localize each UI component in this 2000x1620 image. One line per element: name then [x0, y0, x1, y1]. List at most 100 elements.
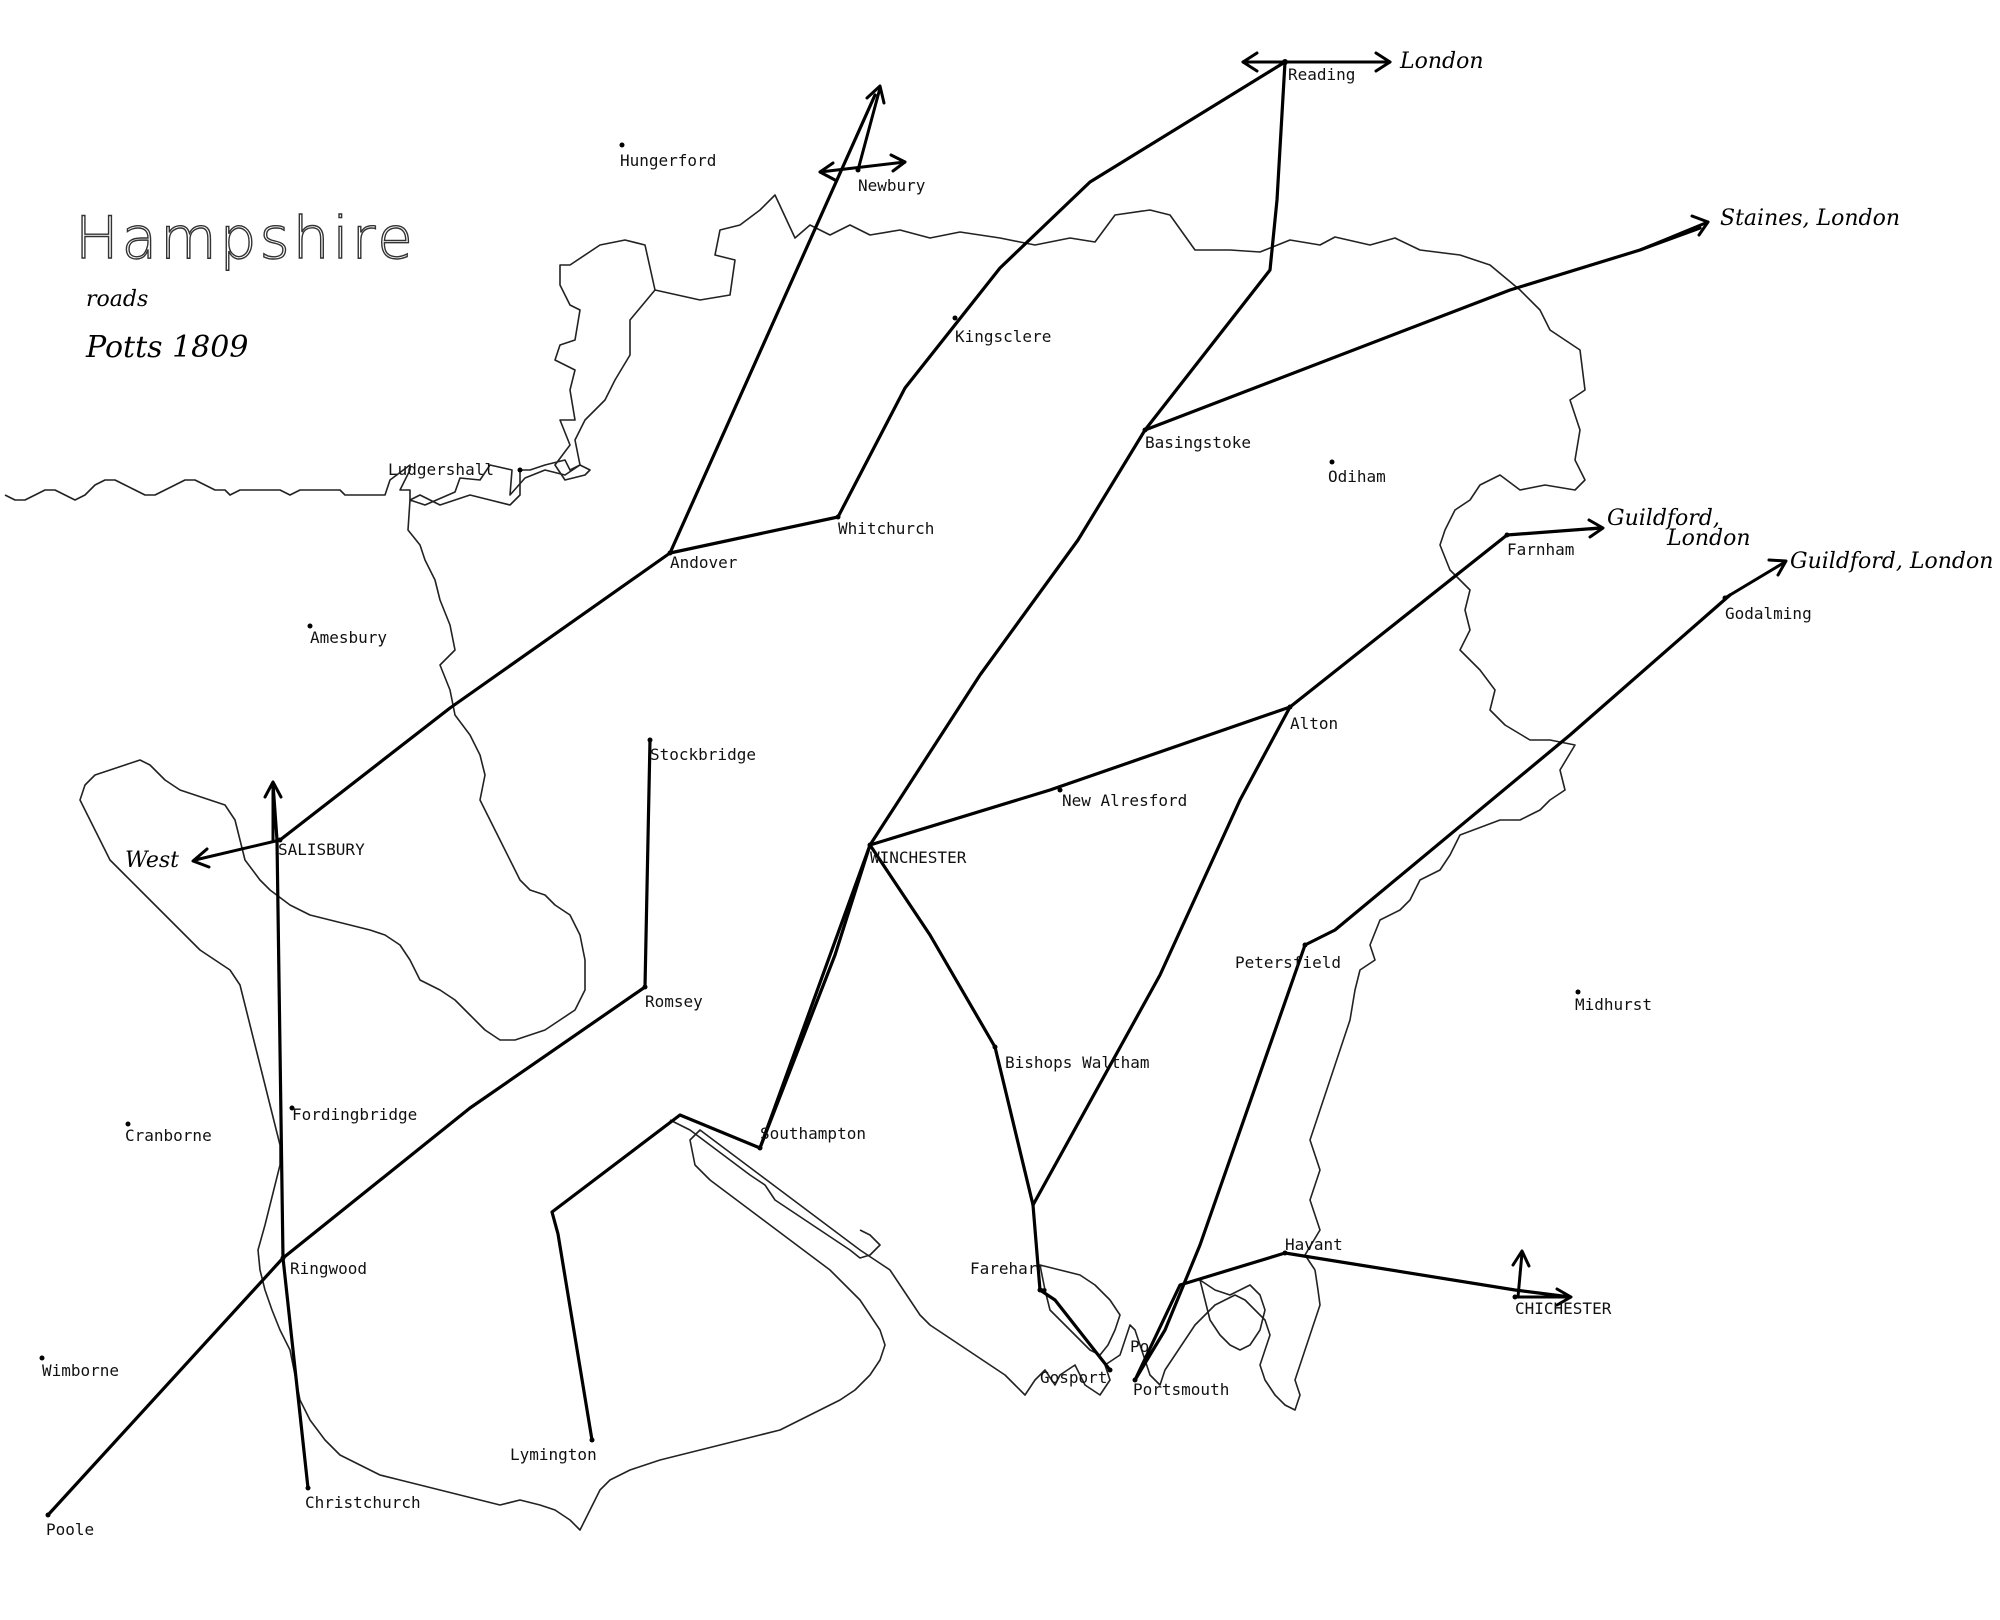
town-dot-amesbury — [307, 623, 313, 629]
town-dot-salisbury — [277, 837, 283, 843]
road-stockbridge-romsey — [643, 738, 652, 989]
town-label-fordingbridge: Fordingbridge — [292, 1105, 417, 1124]
arrow-newbury-sideways-line — [818, 160, 907, 174]
road-poole-ringwood-romsey — [46, 985, 647, 1517]
langstone-harbour — [1199, 1279, 1266, 1351]
towns: Reading Hungerford Newbury Kingsclere Lu… — [39, 59, 1812, 1539]
town-dot-wimborne — [39, 1355, 45, 1361]
road-basingstoke-staines — [1143, 226, 1702, 432]
coastline — [79, 289, 1321, 1531]
label-guildford-london-1a: Guildford, — [1607, 506, 1720, 531]
arrow-newbury-right-head — [889, 153, 907, 173]
town-label-new-alresford: New Alresford — [1062, 791, 1187, 810]
arrow-salisbury-north-head — [263, 780, 283, 799]
town-label-chichester: CHICHESTER — [1515, 1299, 1612, 1318]
arrows — [191, 51, 1788, 1307]
northern-boundary — [654, 194, 1586, 1271]
town-dot-bishops-waltham — [992, 1044, 998, 1050]
town-dot-new-alresford — [1057, 787, 1063, 793]
town-label-salisbury: SALISBURY — [278, 840, 365, 859]
arrow-reading-west-head — [1241, 51, 1259, 73]
map-subtitle: roads — [86, 287, 148, 312]
town-dot-petersfield — [1302, 942, 1308, 948]
arrow-west-line — [193, 838, 282, 862]
town-dot-newbury — [855, 167, 861, 173]
town-label-amesbury: Amesbury — [310, 628, 387, 647]
town-dot-southampton — [757, 1145, 763, 1151]
label-west: West — [125, 848, 179, 873]
town-label-basingstoke: Basingstoke — [1145, 433, 1251, 452]
town-dot-hungerford — [619, 142, 625, 148]
road-alton-bishops-waltham — [1031, 705, 1292, 1207]
arrow-west-head — [191, 847, 211, 869]
town-dot-stockbridge — [647, 737, 653, 743]
town-dot-cranborne — [125, 1121, 131, 1127]
town-label-odiham: Odiham — [1328, 467, 1386, 486]
town-label-newbury: Newbury — [858, 176, 926, 195]
road-portsmouth-havant-chichester — [1133, 1251, 1572, 1382]
town-dot-havant — [1282, 1250, 1288, 1256]
town-label-godalming: Godalming — [1725, 604, 1812, 623]
road-fareham-gosport — [1038, 1288, 1112, 1372]
town-dot-whitchurch — [835, 514, 841, 520]
town-label-havant: Havant — [1285, 1235, 1343, 1254]
road-salisbury-andover-whitchurch — [278, 60, 1287, 842]
town-label-fareham: Farehar — [970, 1259, 1038, 1278]
town-label-petersfield: Petersfield — [1235, 953, 1341, 972]
town-dot-ludgershall — [517, 467, 523, 473]
town-dot-fordingbridge — [289, 1105, 295, 1111]
town-label-portchester: Po — [1130, 1337, 1149, 1356]
town-label-lymington: Lymington — [510, 1445, 597, 1464]
county-boundary — [4, 194, 1586, 1271]
arrow-farnham-head — [1587, 518, 1605, 539]
arrow-chichester-east-head — [1555, 1287, 1573, 1307]
town-dot-ringwood — [280, 1255, 286, 1261]
town-dot-midhurst — [1575, 989, 1581, 995]
town-label-andover: Andover — [670, 553, 738, 572]
town-label-alton: Alton — [1290, 714, 1338, 733]
town-label-ludgershall: Ludgershall — [388, 460, 494, 479]
map-source: Potts 1809 — [85, 330, 248, 365]
town-label-romsey: Romsey — [645, 992, 703, 1011]
town-label-winchester: WINCHESTER — [870, 848, 967, 867]
town-label-poole: Poole — [46, 1520, 94, 1539]
road-salisbury-christchurch — [271, 782, 310, 1490]
town-label-bishops-waltham: Bishops Waltham — [1005, 1053, 1150, 1072]
roads — [46, 60, 1732, 1517]
arrow-staines-line — [1638, 220, 1710, 252]
town-dot-kingsclere — [952, 315, 958, 321]
town-label-southampton: Southampton — [760, 1124, 866, 1143]
label-guildford-london-1b: London — [1666, 526, 1751, 551]
road-reading-basingstoke-winchester — [758, 60, 1287, 1150]
western-boundary — [4, 239, 656, 506]
town-dot-odiham — [1329, 459, 1335, 465]
label-staines-london: Staines, London — [1720, 206, 1900, 231]
arrow-chichester-north-head — [1511, 1249, 1531, 1268]
road-winchester-alresford-alton — [868, 705, 1292, 847]
town-dot-winchester — [867, 842, 873, 848]
town-dot-portsmouth — [1132, 1377, 1138, 1383]
town-label-whitchurch: Whitchurch — [838, 519, 934, 538]
map-title: Hampshire — [75, 204, 416, 272]
arrow-chichester-north-line — [1516, 1251, 1524, 1299]
town-label-farnham: Farnham — [1507, 540, 1574, 559]
label-london-reading: London — [1399, 49, 1484, 74]
town-label-kingsclere: Kingsclere — [955, 327, 1051, 346]
town-label-christchurch: Christchurch — [305, 1493, 421, 1512]
arrow-staines-head — [1690, 214, 1710, 237]
town-label-reading: Reading — [1288, 65, 1355, 84]
arrow-farnham-line — [1588, 526, 1604, 531]
town-dot-alton — [1287, 704, 1293, 710]
town-label-hungerford: Hungerford — [620, 151, 716, 170]
town-label-gosport: Gosport — [1040, 1368, 1107, 1387]
town-dot-lymington — [589, 1437, 595, 1443]
town-dot-reading — [1282, 59, 1288, 65]
label-guildford-london-2: Guildford, London — [1790, 549, 1993, 574]
town-dot-romsey — [642, 984, 648, 990]
arrow-godalming-line — [1723, 560, 1787, 600]
main-boundary — [79, 289, 1321, 1531]
destination-labels: London Staines, London Guildford, London… — [125, 49, 1993, 873]
town-label-wimborne: Wimborne — [42, 1361, 119, 1380]
town-dot-farnham — [1504, 532, 1510, 538]
